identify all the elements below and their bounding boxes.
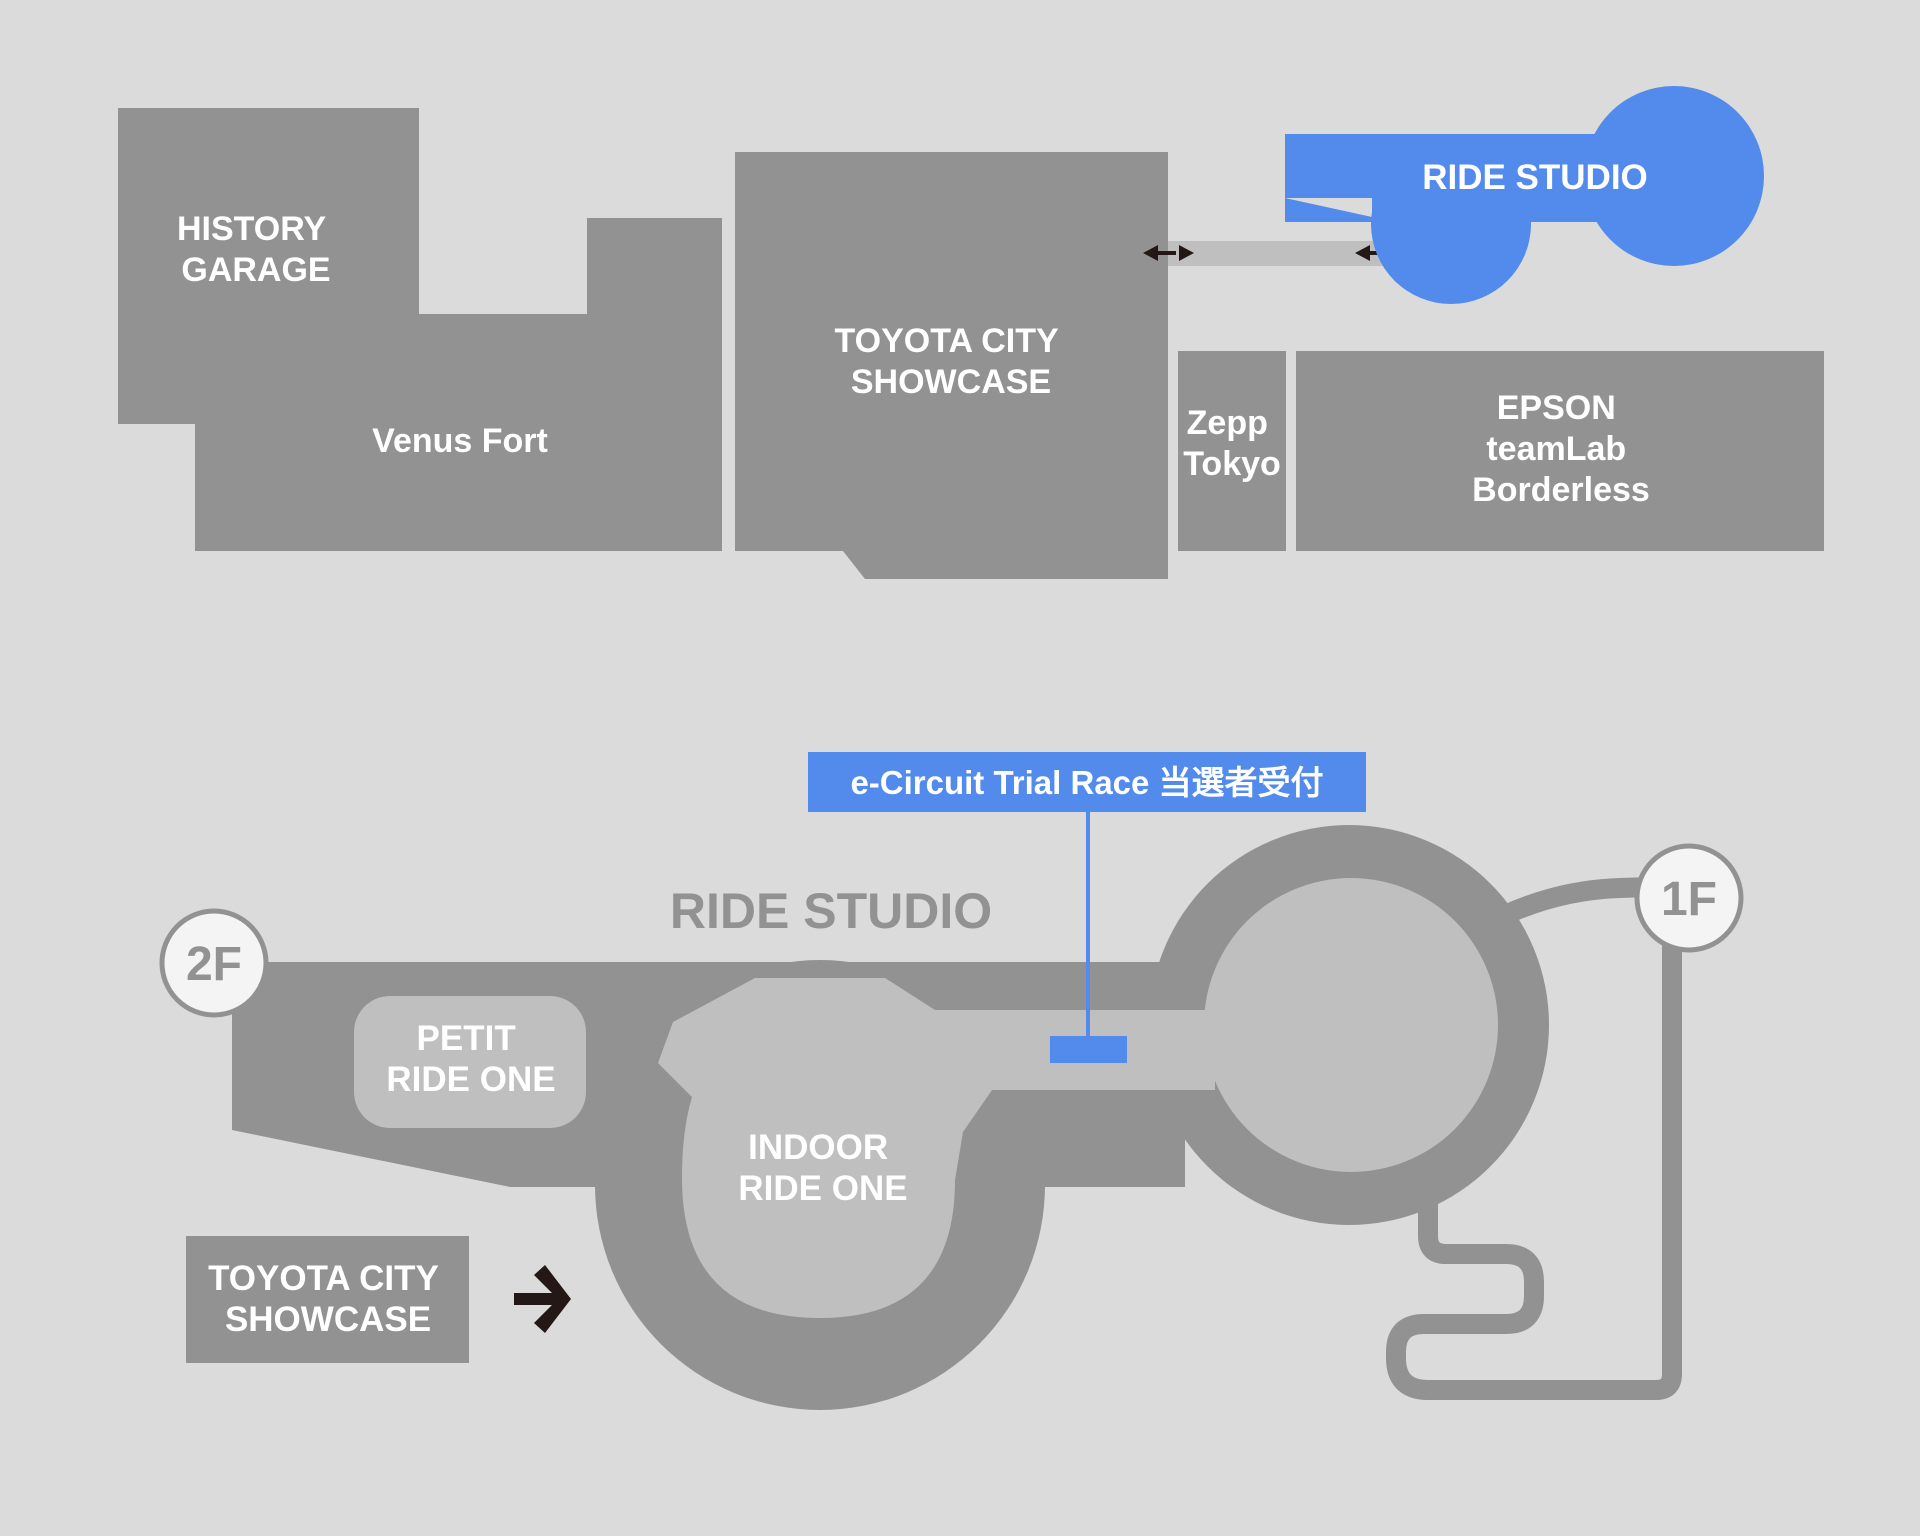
indoor-ride-one-label: INDOOR RIDE ONE xyxy=(738,1128,907,1208)
history-garage-venus-fort-shape[interactable] xyxy=(118,108,722,551)
callout-label: e-Circuit Trial Race 当選者受付 xyxy=(850,764,1323,801)
floor-badge-2f-label: 2F xyxy=(186,938,242,991)
epson-teamlab-label: EPSON teamLab Borderless xyxy=(1472,389,1650,509)
floor-badge-2f[interactable]: 2F xyxy=(159,908,269,1018)
overview-map: HISTORY GARAGE Venus Fort TOYOTA CITY SH… xyxy=(118,86,1824,579)
ride-studio-label: RIDE STUDIO xyxy=(1422,158,1648,197)
detail-map: PETIT RIDE ONE INDOOR RIDE ONE RIDE STUD… xyxy=(159,752,1744,1410)
zepp-tokyo-shape[interactable] xyxy=(1178,351,1286,551)
outdoor-track-center xyxy=(1204,878,1498,1172)
epson-teamlab-shape[interactable] xyxy=(1296,351,1824,551)
petit-ride-one-label: PETIT RIDE ONE xyxy=(386,1019,555,1099)
zepp-tokyo-label: Zepp Tokyo xyxy=(1183,404,1281,483)
ride-studio-title: RIDE STUDIO xyxy=(670,883,992,939)
toyota-city-showcase-entrance[interactable] xyxy=(186,1236,469,1363)
petit-ride-one-area[interactable] xyxy=(354,996,586,1128)
ride-studio-shape[interactable] xyxy=(1285,86,1764,304)
callout-box[interactable] xyxy=(808,752,1366,812)
arrow-right-icon xyxy=(514,1265,571,1333)
floor-badge-1f[interactable]: 1F xyxy=(1634,843,1744,953)
double-arrow-icon xyxy=(1143,245,1194,261)
floor-badge-1f-label: 1F xyxy=(1661,873,1717,926)
toyota-city-showcase-label: TOYOTA CITY SHOWCASE xyxy=(835,322,1068,401)
entrance-label: TOYOTA CITY SHOWCASE xyxy=(208,1259,448,1339)
venus-fort-label: Venus Fort xyxy=(372,422,548,460)
toyota-city-showcase-shape[interactable] xyxy=(735,152,1168,579)
history-garage-label: HISTORY GARAGE xyxy=(177,210,335,289)
connector-walkway xyxy=(1168,241,1390,266)
reception-marker[interactable] xyxy=(1050,1036,1127,1063)
callout-leader-line xyxy=(1086,812,1090,1044)
